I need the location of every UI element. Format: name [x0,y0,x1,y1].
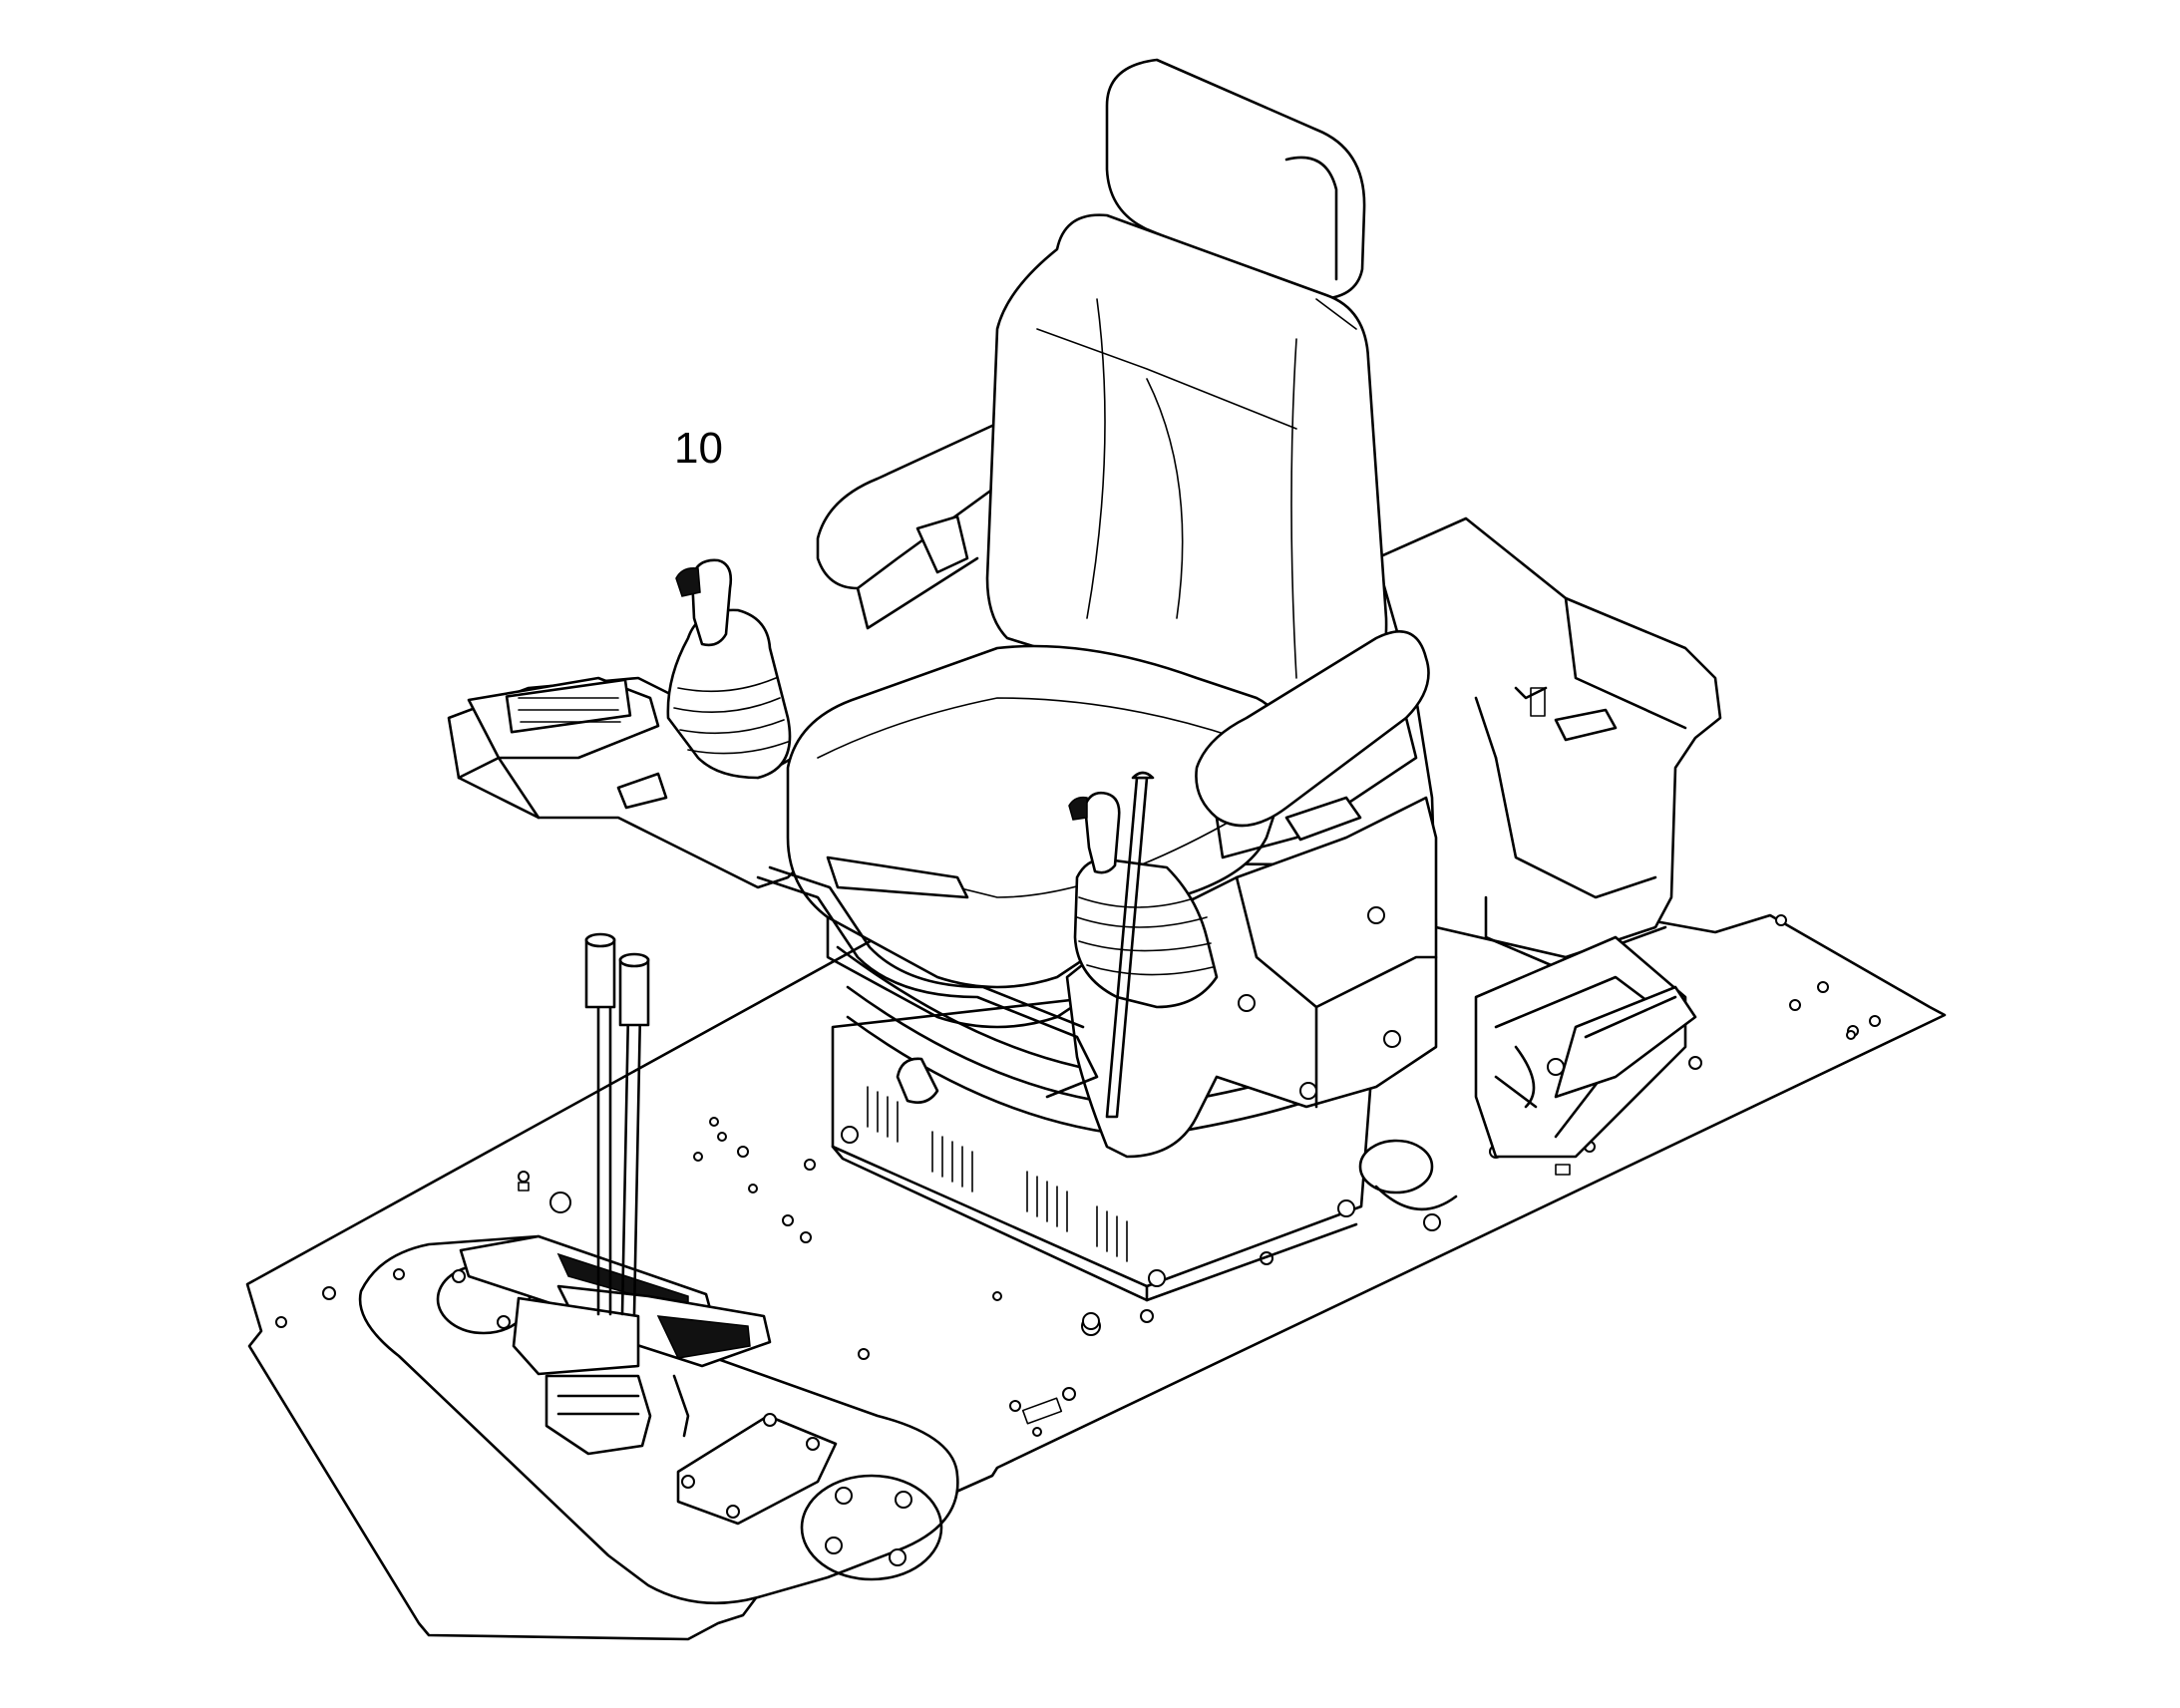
seat-back [985,58,1388,720]
right-joystick-console [1065,771,1438,1159]
drain-cup [1358,1139,1458,1231]
guard-rail [756,865,1099,1099]
callout-number: 10 [674,424,723,473]
travel-pedals [459,1234,772,1456]
right-armrest [1195,630,1430,859]
vent-slots [867,1086,1128,1262]
left-console [447,417,1019,889]
switch-keypad [505,678,632,734]
travel-levers [584,932,650,1316]
side-tray [1554,985,1697,1099]
